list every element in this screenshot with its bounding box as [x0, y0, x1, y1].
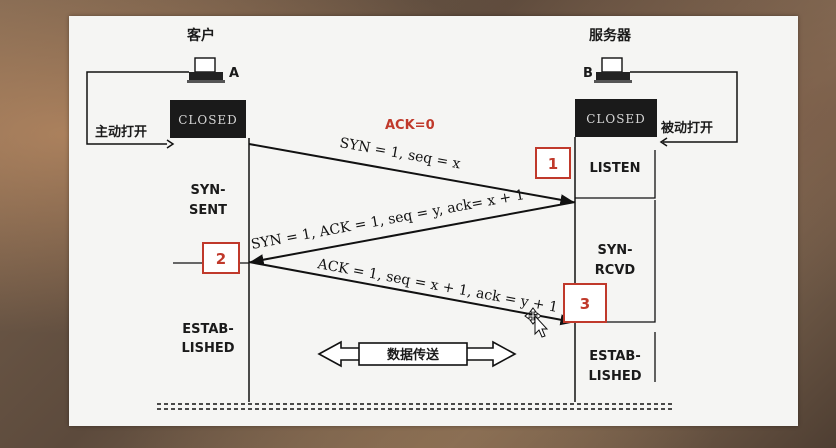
- server-loop-line: [630, 71, 738, 143]
- server-id: B: [583, 66, 593, 81]
- step-1-badge: [535, 147, 571, 179]
- server-title: 服务器: [589, 27, 632, 44]
- server-listen-bracket: [575, 150, 656, 199]
- ack-zero-annotation: ACK=0: [385, 118, 435, 133]
- move-cursor-icon: [524, 307, 549, 338]
- server-computer-icon: [594, 57, 632, 83]
- message-2-arrow: [249, 201, 576, 266]
- client-action-label: 主动打开: [95, 124, 147, 140]
- client-loop-arrowhead: [166, 139, 175, 149]
- message-3-arrow: [248, 261, 575, 326]
- tcp-handshake-diagram: 客户 A 主动打开 CLOSED SYN- SENT ESTAB- LISHED…: [86, 27, 738, 410]
- client-computer-icon: [187, 57, 225, 83]
- message-3-label: ACK = 1, seq = x + 1, ack = y + 1: [315, 256, 559, 316]
- step-1-label: 1: [548, 155, 558, 173]
- client-state-syn-sent-1: SYN-: [190, 183, 225, 198]
- server-state-established-2: LISHED: [588, 369, 641, 384]
- client-state-syn-sent-2: SENT: [189, 203, 227, 218]
- message-2-label: SYN = 1, ACK = 1, seq = y, ack= x + 1: [250, 187, 526, 253]
- client-state-established-2: LISHED: [181, 341, 234, 356]
- server-action-label: 被动打开: [660, 120, 713, 136]
- server-closed-label: CLOSED: [586, 112, 646, 126]
- client-closed-label: CLOSED: [178, 113, 238, 127]
- server-state-established-1: ESTAB-: [589, 349, 640, 364]
- slide: 客户 A 主动打开 CLOSED SYN- SENT ESTAB- LISHED…: [69, 16, 798, 426]
- client-title: 客户: [186, 27, 215, 44]
- client-loop-line: [86, 71, 189, 145]
- server-state-listen: LISTEN: [589, 161, 640, 176]
- step-3-badge: [563, 283, 607, 323]
- server-state-syn-rcvd-2: RCVD: [595, 263, 636, 278]
- client-state-established-1: ESTAB-: [182, 322, 233, 337]
- server-loop-arrowhead: [659, 137, 668, 147]
- client-id: A: [229, 66, 239, 81]
- message-1-label: SYN = 1, seq = x: [338, 135, 461, 172]
- step-2-badge: [202, 242, 240, 274]
- client-closed-box: [170, 100, 246, 138]
- server-state-syn-rcvd-1: SYN-: [597, 243, 632, 258]
- data-transfer-box: [358, 342, 468, 366]
- step-3-label: 3: [580, 295, 590, 313]
- message-1-arrow: [248, 143, 575, 206]
- step-2-label: 2: [216, 250, 226, 268]
- server-closed-box: [575, 99, 657, 137]
- data-transfer-label: 数据传送: [387, 347, 440, 363]
